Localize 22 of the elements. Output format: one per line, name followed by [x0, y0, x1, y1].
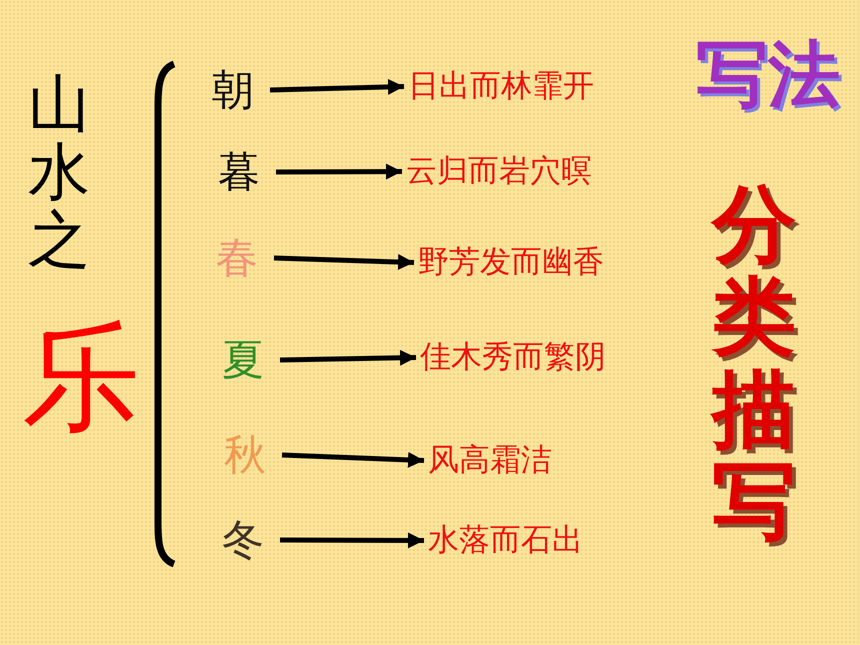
scene-text: 云归而岩穴暝 — [406, 156, 592, 186]
season-word: 冬 — [222, 519, 264, 561]
season-word: 夏 — [222, 339, 264, 381]
title-character: 乐 — [22, 318, 140, 436]
arrow — [282, 452, 424, 468]
arrow — [280, 350, 416, 366]
arrow — [280, 532, 424, 548]
arrow — [274, 254, 414, 270]
scene-text: 风高霜洁 — [428, 444, 552, 476]
scene-text: 佳木秀而繁阴 — [420, 342, 606, 372]
arrow — [276, 164, 402, 180]
arrow — [270, 78, 404, 95]
wordart-heading: 写法 — [696, 38, 840, 110]
season-word: 春 — [216, 237, 258, 279]
season-word: 暮 — [218, 151, 260, 193]
scene-text: 水落而石出 — [428, 524, 583, 556]
wordart-vertical-heading: 分类描写 — [712, 178, 796, 548]
season-word: 秋 — [224, 434, 266, 476]
scene-text: 野芳发而幽香 — [418, 246, 604, 278]
vertical-title: 山水之 — [28, 70, 90, 275]
season-word: 朝 — [212, 69, 254, 111]
scene-text: 日出而林霏开 — [408, 70, 594, 102]
